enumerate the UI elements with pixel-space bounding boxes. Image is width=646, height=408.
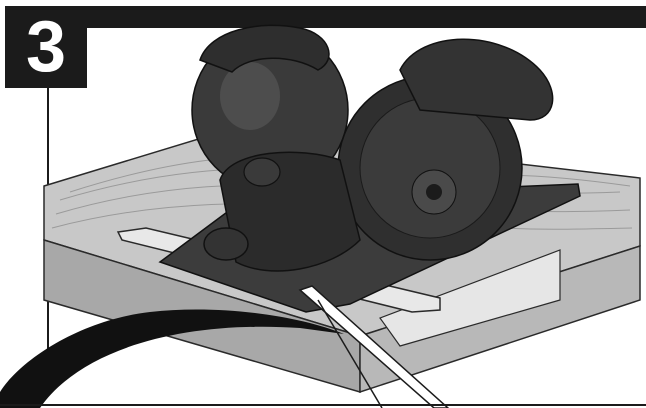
header-bar	[40, 6, 646, 28]
bevel-knob	[244, 158, 280, 186]
step-number-badge: 3	[5, 6, 87, 88]
saw-front-knob	[204, 228, 248, 260]
